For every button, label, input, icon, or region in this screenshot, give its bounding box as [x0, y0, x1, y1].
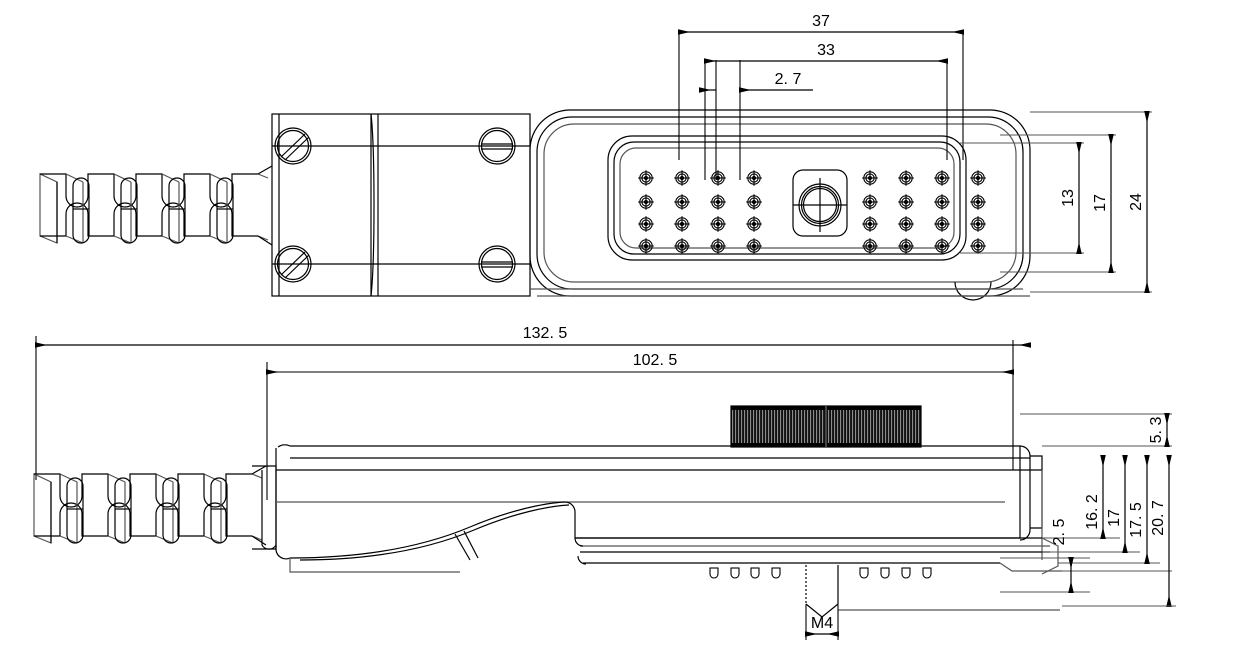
- thread-callout-m4: M4: [805, 604, 839, 640]
- cable-strain-relief-side: [33, 465, 267, 546]
- dim-16-2-label: 16. 2: [1084, 494, 1101, 530]
- housing-screw-1: [274, 127, 312, 165]
- top-view-right-extensions: [960, 111, 1152, 293]
- dim-17b: 17: [1106, 455, 1128, 553]
- side-view-right-extensions: [1000, 413, 1172, 593]
- dim-24-label: 24: [1128, 193, 1145, 211]
- contact-pins: [709, 567, 932, 579]
- dim-16-2: 16. 2: [1084, 455, 1106, 539]
- dim-17: 17: [1092, 134, 1114, 273]
- dim-5-3: 5. 3: [1148, 413, 1170, 447]
- dim-132-5: 132. 5: [35, 325, 1031, 480]
- housing-screw-3: [478, 127, 516, 165]
- perforation-grid-left: [637, 169, 763, 255]
- dim-20-7: 20. 7: [1062, 455, 1176, 607]
- threaded-stud-m4: [805, 565, 1060, 618]
- dim-20-7-label: 20. 7: [1150, 500, 1167, 536]
- side-view: 132. 5 102. 5: [33, 325, 1176, 640]
- dim-33: 33: [704, 42, 948, 180]
- side-view-body: [275, 444, 1062, 575]
- dim-13-label: 13: [1060, 189, 1077, 207]
- cable-strain-relief-top: [39, 165, 273, 246]
- top-view-mid-body: [271, 113, 531, 297]
- dim-17b-label: 17: [1106, 509, 1123, 527]
- dim-132-5-label: 132. 5: [523, 325, 568, 342]
- housing-screw-2: [274, 245, 312, 283]
- dim-2-7-label: 2. 7: [775, 71, 802, 88]
- dim-13: 13: [1060, 142, 1082, 254]
- dim-2-5-label: 2. 5: [1051, 519, 1068, 546]
- center-port: [792, 169, 848, 237]
- dim-33-label: 33: [817, 42, 835, 59]
- dim-37: 37: [678, 13, 964, 35]
- dim-102-5-label: 102. 5: [633, 352, 678, 369]
- perforation-grid-right: [861, 169, 987, 255]
- cable-collar: [252, 465, 277, 550]
- knurled-knob: [730, 405, 922, 448]
- top-view-extension-lines: [678, 30, 964, 180]
- dim-5-3-label: 5. 3: [1148, 417, 1165, 444]
- dim-17-5: 17. 5: [1128, 455, 1150, 564]
- dim-2-5: 2. 5: [1051, 519, 1074, 593]
- dim-17-5-label: 17. 5: [1128, 502, 1145, 538]
- dim-24: 24: [1128, 111, 1150, 293]
- housing-screw-4: [478, 245, 516, 283]
- dim-102-5: 102. 5: [266, 340, 1014, 500]
- dim-37-label: 37: [812, 13, 830, 30]
- dim-m4-label: M4: [811, 615, 833, 632]
- dim-2-7: 2. 7: [699, 71, 813, 93]
- top-view-head-housing: [529, 109, 1031, 301]
- dim-17-label: 17: [1092, 194, 1109, 212]
- top-view: 37 33 2. 7 13 17: [39, 13, 1152, 301]
